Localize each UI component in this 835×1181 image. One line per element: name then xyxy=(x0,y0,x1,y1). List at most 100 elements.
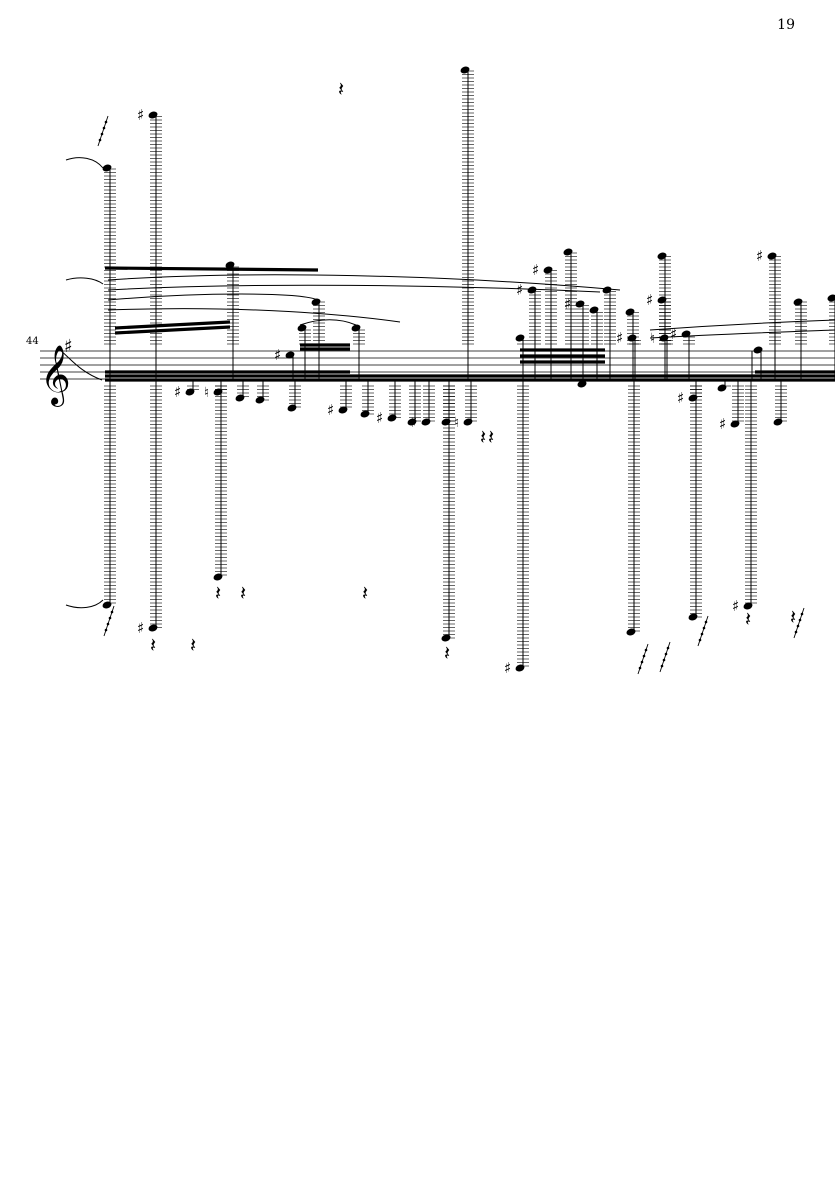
grace-dot xyxy=(800,612,804,616)
noteheads xyxy=(102,66,835,672)
notehead xyxy=(602,286,612,294)
notehead xyxy=(657,296,667,304)
notehead xyxy=(563,248,573,256)
sharp-icon: ♯ xyxy=(504,659,511,677)
notehead xyxy=(527,286,537,294)
notehead xyxy=(753,346,763,354)
beam xyxy=(104,266,319,272)
grace-dot xyxy=(102,126,106,130)
grace-stem xyxy=(97,115,109,147)
natural-icon: ♮ xyxy=(454,415,459,431)
slur xyxy=(299,319,357,326)
notehead xyxy=(407,418,417,426)
notehead xyxy=(287,404,297,412)
grace-dot xyxy=(664,652,668,656)
grace-dot xyxy=(794,630,798,634)
notehead xyxy=(441,418,451,426)
grace-dot xyxy=(698,638,702,642)
quarter-rest-icon: 𝄽 xyxy=(790,605,796,629)
slur xyxy=(65,157,104,169)
natural-icon: ♮ xyxy=(204,385,209,401)
grace-dot xyxy=(104,120,108,124)
sharp-icon: ♯ xyxy=(137,619,144,637)
notehead xyxy=(225,261,235,269)
quarter-rest-icon: 𝄽 xyxy=(362,581,368,605)
quarter-rest-icon: 𝄽 xyxy=(488,425,494,449)
notehead xyxy=(102,164,112,172)
sharp-icon: ♯ xyxy=(376,409,383,427)
sharp-icon: ♯ xyxy=(670,325,677,343)
notehead xyxy=(213,573,223,581)
grace-stem xyxy=(659,641,671,673)
quarter-rest-icon: 𝄽 xyxy=(190,633,196,657)
notehead xyxy=(255,396,265,404)
grace-dot xyxy=(104,628,108,632)
grace-dot xyxy=(98,138,102,142)
notehead xyxy=(360,410,370,418)
notehead xyxy=(148,624,158,632)
sharp-icon: ♯ xyxy=(274,346,281,364)
sharp-icon: ♯ xyxy=(137,106,144,124)
notehead xyxy=(338,406,348,414)
grace-dot xyxy=(666,646,670,650)
notehead xyxy=(589,306,599,314)
notehead xyxy=(688,613,698,621)
notehead xyxy=(793,298,803,306)
grace-stem xyxy=(637,643,649,675)
quarter-rest-icon: 𝄽 xyxy=(480,425,486,449)
quarter-rest-icon: 𝄽 xyxy=(150,633,156,657)
notehead xyxy=(688,394,698,402)
grace-dot xyxy=(106,622,110,626)
natural-icon: ♮ xyxy=(650,331,655,347)
quarter-rest-icon: 𝄽 xyxy=(240,581,246,605)
grace-dot xyxy=(642,654,646,658)
slur xyxy=(649,329,835,339)
notehead xyxy=(626,628,636,636)
notehead xyxy=(235,394,245,402)
grace-dot xyxy=(796,624,800,628)
treble-clef-icon: 𝄞 xyxy=(40,345,71,407)
grace-dot xyxy=(798,618,802,622)
sharp-icon: ♯ xyxy=(410,413,417,431)
key-signature-sharp-icon: ♯ xyxy=(64,336,73,357)
notehead xyxy=(730,420,740,428)
sharp-icon: ♯ xyxy=(516,281,523,299)
notehead xyxy=(351,324,361,332)
accidentals-and-rests: ♯♯♯♮♯♯♯♯♮♯♯♯♯♯♯♮♯♯♯♯♯𝄽𝄽𝄽𝄽𝄽𝄽𝄽𝄽𝄽𝄽𝄽 xyxy=(98,77,804,677)
beam xyxy=(114,325,231,335)
notehead xyxy=(441,634,451,642)
notehead xyxy=(625,308,635,316)
slur xyxy=(65,599,104,609)
notehead xyxy=(515,334,525,342)
slur xyxy=(65,277,104,285)
notehead xyxy=(515,664,525,672)
notehead xyxy=(460,66,470,74)
slur xyxy=(107,308,401,323)
slur xyxy=(107,293,319,301)
slur xyxy=(107,274,621,291)
grace-dot xyxy=(644,648,648,652)
grace-dot xyxy=(110,610,114,614)
notehead xyxy=(717,384,727,392)
notehead xyxy=(681,330,691,338)
beams xyxy=(104,266,835,382)
notehead xyxy=(185,388,195,396)
notehead xyxy=(575,300,585,308)
notehead xyxy=(657,252,667,260)
notehead xyxy=(421,418,431,426)
grace-dot xyxy=(108,616,112,620)
sharp-icon: ♯ xyxy=(719,415,726,433)
grace-dot xyxy=(100,132,104,136)
notehead xyxy=(577,380,587,388)
grace-dot xyxy=(640,660,644,664)
grace-dot xyxy=(704,620,708,624)
grace-dot xyxy=(662,658,666,662)
quarter-rest-icon: 𝄽 xyxy=(745,607,751,631)
sharp-icon: ♯ xyxy=(756,247,763,265)
notehead xyxy=(773,418,783,426)
grace-dot xyxy=(660,664,664,668)
beam xyxy=(114,320,231,330)
sharp-icon: ♯ xyxy=(732,597,739,615)
